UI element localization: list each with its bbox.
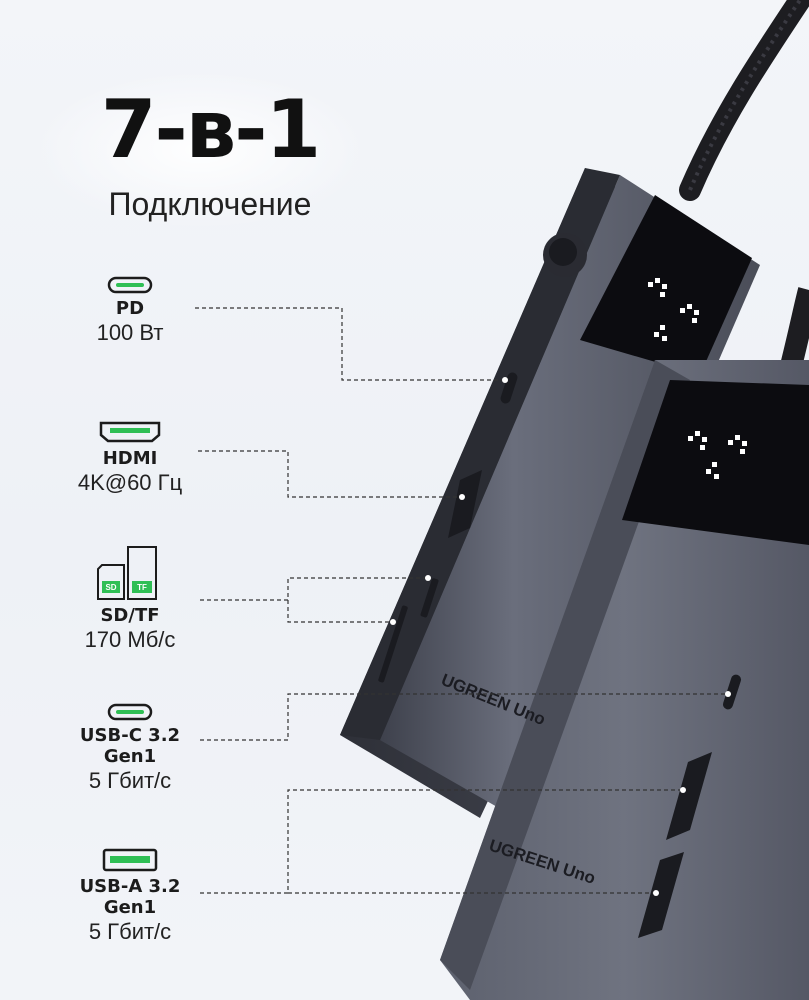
port-spec: 5 Гбит/с [88,768,172,793]
headline-title: 7-в-1 [100,83,321,176]
port-sd-tf: SD TF SD/TF 170 Мб/с [40,545,220,654]
usb-a-port-icon [102,848,158,872]
port-spec: 100 Вт [96,320,164,345]
port-name: SD/TF [100,605,160,626]
cable-back [679,0,809,201]
port-spec: 5 Гбит/с [88,919,172,944]
port-hdmi: HDMI 4K@60 Гц [40,420,220,497]
tf-card-label: TF [137,583,147,592]
port-name: PD [115,298,145,319]
port-name: USB-A 3.2 Gen1 [79,876,181,918]
port-pd: PD 100 Вт [40,276,220,347]
port-usb-c: USB-C 3.2 Gen1 5 Гбит/с [40,703,220,795]
port-spec: 4K@60 Гц [77,470,183,495]
sd-tf-card-icon: SD TF [97,546,157,600]
hub-back [340,168,760,820]
usb-c-port-icon [107,703,153,721]
hub-front: UGREEN Uno [440,360,809,1000]
callout-dots [390,377,731,896]
headline-glow [30,70,370,230]
port-name: HDMI [102,448,158,469]
port-name: USB-C 3.2 Gen1 [79,725,181,767]
usb-c-port-icon [107,276,153,294]
port-usb-a: USB-A 3.2 Gen1 5 Гбит/с [40,848,220,946]
callout-lines [195,307,728,894]
headline-subtitle: Подключение [108,186,312,222]
hdmi-port-icon [99,421,161,443]
port-spec: 170 Мб/с [84,627,176,652]
sd-card-label: SD [105,583,116,592]
cable-front [779,287,809,373]
